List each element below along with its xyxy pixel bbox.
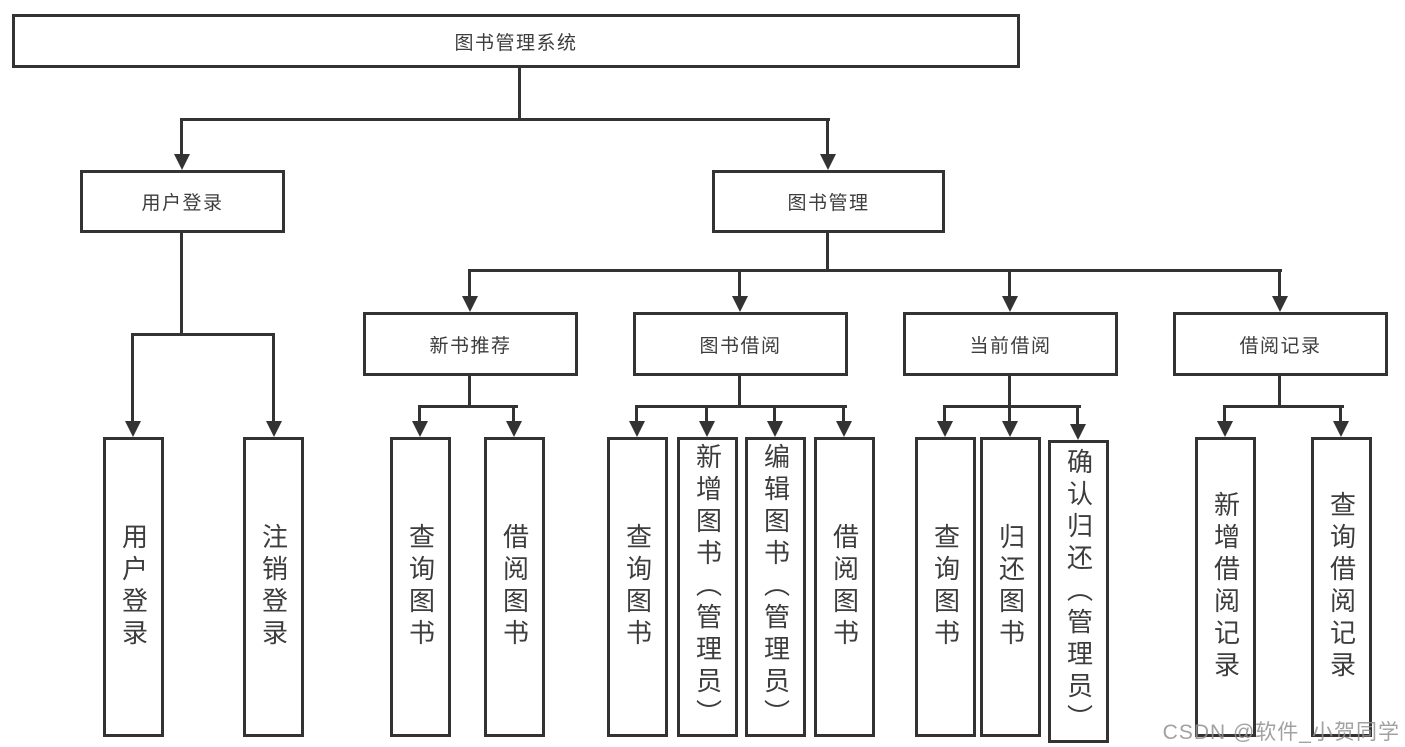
- leaf-borrow-books-2-label: 借阅图书: [829, 523, 860, 651]
- arrowhead-down-icon: [836, 421, 852, 437]
- node-root-label: 图书管理系统: [454, 32, 578, 54]
- connector-drop-leaf: [705, 405, 708, 424]
- leaf-logout-label: 注销登录: [258, 523, 289, 651]
- arrowhead-down-icon: [412, 421, 428, 437]
- leaf-confirm-return-admin-label: 确认归还（管理员）: [1063, 447, 1094, 736]
- leaf-add-borrow-record: 新增借阅记录: [1195, 437, 1256, 737]
- node-book-borrow: 图书借阅: [633, 312, 848, 376]
- node-current-borrow: 当前借阅: [903, 312, 1118, 376]
- connector-book-management-stem: [826, 232, 829, 272]
- csdn-watermark: CSDN @软件_小贺同学: [1162, 721, 1400, 744]
- connector-drop-book-management: [826, 118, 829, 156]
- connector-borrow-records-stem: [1278, 375, 1281, 408]
- connector-drop-new-book-recommend: [468, 269, 471, 299]
- node-borrow-records-label: 借阅记录: [1239, 335, 1322, 357]
- node-current-borrow-label: 当前借阅: [969, 335, 1052, 357]
- connector-drop-leaf: [635, 405, 638, 424]
- leaf-edit-books-admin-label: 编辑图书（管理员）: [760, 443, 791, 731]
- leaf-logout: 注销登录: [243, 437, 304, 737]
- leaf-query-books-2: 查询图书: [607, 437, 668, 737]
- leaf-query-borrow-record: 查询借阅记录: [1311, 437, 1372, 737]
- arrowhead-down-icon: [1272, 296, 1288, 312]
- leaf-query-books-2-label: 查询图书: [622, 523, 653, 651]
- leaf-add-books-admin-label: 新增图书（管理员）: [692, 443, 723, 731]
- leaf-edit-books-admin: 编辑图书（管理员）: [745, 437, 806, 737]
- arrowhead-down-icon: [629, 421, 645, 437]
- connector-current-borrow-bar: [943, 405, 1081, 408]
- node-book-management: 图书管理: [712, 170, 945, 233]
- leaf-borrow-books-1: 借阅图书: [484, 437, 545, 737]
- arrowhead-down-icon: [937, 421, 953, 437]
- leaf-query-books-3: 查询图书: [915, 437, 976, 737]
- connector-book-borrow-bar: [635, 405, 847, 408]
- node-new-book-recommend-label: 新书推荐: [429, 335, 512, 357]
- node-user-login-label: 用户登录: [141, 193, 224, 214]
- leaf-query-books-1-label: 查询图书: [405, 523, 436, 651]
- arrowhead-down-icon: [462, 296, 478, 312]
- node-book-management-label: 图书管理: [787, 193, 870, 214]
- connector-drop-leaf: [1008, 405, 1011, 424]
- leaf-query-books-3-label: 查询图书: [930, 523, 961, 651]
- leaf-borrow-books-2: 借阅图书: [814, 437, 875, 737]
- connector-drop-leaf: [773, 405, 776, 424]
- leaf-return-books-label: 归还图书: [995, 523, 1026, 651]
- arrowhead-down-icon: [174, 154, 190, 170]
- leaf-query-borrow-record-label: 查询借阅记录: [1326, 491, 1357, 683]
- connector-level3-bar: [468, 269, 1282, 272]
- arrowhead-down-icon: [506, 421, 522, 437]
- arrowhead-down-icon: [1070, 424, 1086, 440]
- node-user-login: 用户登录: [80, 170, 285, 233]
- connector-new-book-stem: [468, 375, 471, 408]
- arrowhead-down-icon: [125, 421, 141, 437]
- connector-drop-leaf: [1223, 405, 1226, 424]
- node-book-borrow-label: 图书借阅: [699, 335, 782, 357]
- leaf-return-books: 归还图书: [980, 437, 1041, 737]
- node-new-book-recommend: 新书推荐: [363, 312, 578, 376]
- node-root: 图书管理系统: [12, 14, 1020, 68]
- connector-drop-leaf: [1339, 405, 1342, 424]
- arrowhead-down-icon: [1002, 421, 1018, 437]
- leaf-user-login-label: 用户登录: [118, 523, 149, 651]
- arrowhead-down-icon: [820, 154, 836, 170]
- arrowhead-down-icon: [1002, 296, 1018, 312]
- arrowhead-down-icon: [732, 296, 748, 312]
- connector-drop-leaf-user-login: [131, 333, 134, 422]
- connector-drop-user-login: [180, 118, 183, 156]
- connector-drop-leaf-logout: [272, 333, 275, 422]
- connector-drop-current-borrow: [1008, 269, 1011, 299]
- leaf-query-books-1: 查询图书: [390, 437, 451, 737]
- leaf-add-books-admin: 新增图书（管理员）: [677, 437, 738, 737]
- connector-drop-book-borrow: [738, 269, 741, 299]
- connector-borrow-records-bar: [1223, 405, 1344, 408]
- node-borrow-records: 借阅记录: [1173, 312, 1388, 376]
- leaf-borrow-books-1-label: 借阅图书: [499, 523, 530, 651]
- connector-drop-leaf: [943, 405, 946, 424]
- arrowhead-down-icon: [1333, 421, 1349, 437]
- connector-drop-leaf: [842, 405, 845, 424]
- leaf-add-borrow-record-label: 新增借阅记录: [1210, 491, 1241, 683]
- connector-user-login-bar: [131, 333, 275, 336]
- connector-drop-leaf: [1076, 405, 1079, 427]
- connector-book-borrow-stem: [738, 375, 741, 408]
- arrowhead-down-icon: [767, 421, 783, 437]
- connector-root-stem: [518, 68, 521, 120]
- connector-new-book-bar: [418, 405, 518, 408]
- connector-user-login-stem: [180, 232, 183, 336]
- connector-drop-borrow-records: [1278, 269, 1281, 299]
- connector-drop-leaf: [512, 405, 515, 424]
- connector-level2-bar: [180, 118, 830, 121]
- leaf-confirm-return-admin: 确认归还（管理员）: [1048, 440, 1109, 743]
- connector-drop-leaf: [418, 405, 421, 424]
- arrowhead-down-icon: [699, 421, 715, 437]
- arrowhead-down-icon: [1217, 421, 1233, 437]
- arrowhead-down-icon: [266, 421, 282, 437]
- connector-current-borrow-stem: [1008, 375, 1011, 408]
- leaf-user-login: 用户登录: [103, 437, 164, 737]
